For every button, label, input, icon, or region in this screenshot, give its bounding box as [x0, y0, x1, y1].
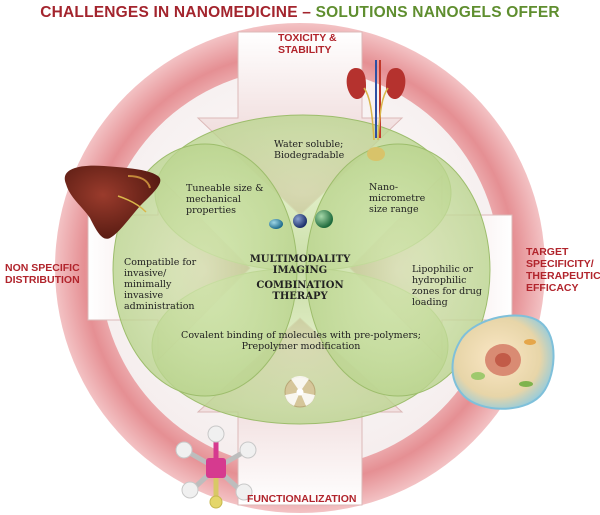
solution-left-text: Compatible for invasive/ minimally invas… — [124, 257, 196, 312]
solution-left-line5: administration — [124, 301, 195, 312]
center-line3: COMBINATION — [256, 280, 344, 291]
solution-bottom-text: Covalent binding of molecules with pre-p… — [160, 330, 442, 352]
solution-right-text: Lipophilic or hydrophilic zones for drug… — [412, 264, 482, 308]
radiation-icon — [284, 376, 316, 408]
solution-top-right-line2: micrometre — [369, 193, 426, 204]
small-sphere — [269, 219, 283, 229]
nanoparticle-spheres — [269, 210, 333, 229]
challenge-bottom-label: FUNCTIONALIZATION — [247, 493, 357, 505]
challenge-left-label: NON SPECIFIC DISTRIBUTION — [5, 262, 80, 286]
challenge-right-label: TARGET SPECIFICITY/ THERAPEUTIC EFFICACY — [526, 246, 600, 294]
molecule-icon — [175, 425, 257, 509]
solution-top-left-line2: mechanical — [186, 194, 241, 205]
liver-icon — [64, 165, 161, 239]
challenge-top-line1: TOXICITY & — [278, 32, 337, 44]
solution-right-line4: loading — [412, 297, 448, 308]
challenge-top-label: TOXICITY & STABILITY — [278, 32, 337, 56]
solution-bottom-line2: Prepolymer modification — [241, 341, 361, 352]
challenge-right-line3: THERAPEUTIC — [526, 270, 600, 282]
solution-top-text: Water soluble; Biodegradable — [274, 139, 344, 161]
center-line4: THERAPY — [272, 291, 328, 302]
challenge-right-line1: TARGET — [526, 246, 569, 258]
medium-sphere — [293, 214, 307, 228]
solution-left-line2: invasive/ — [124, 268, 167, 279]
title-challenges: CHALLENGES IN NANOMEDICINE – — [40, 4, 312, 21]
solution-left-line4: invasive — [124, 290, 164, 301]
center-line1: MULTIMODALITY — [249, 254, 351, 265]
title-solutions: SOLUTIONS NANOGELS OFFER — [315, 4, 560, 21]
solution-right-line3: zones for drug — [412, 286, 482, 297]
solution-top-left-line3: properties — [186, 205, 236, 216]
solution-right-line2: hydrophilic — [412, 275, 467, 286]
challenge-right-line2: SPECIFICITY/ — [526, 258, 594, 270]
challenge-left-line1: NON SPECIFIC — [5, 262, 80, 274]
solution-top-right-line3: size range — [369, 204, 419, 215]
solution-left-line1: Compatible for — [124, 257, 197, 268]
solution-top-left-text: Tuneable size & mechanical properties — [186, 183, 264, 216]
solution-top-line2: Biodegradable — [274, 150, 345, 161]
challenge-right-line4: EFFICACY — [526, 282, 579, 294]
solution-left-line3: minimally — [124, 279, 172, 290]
solution-bottom-line1: Covalent binding of molecules with pre-p… — [181, 330, 421, 341]
kidney-icon — [346, 60, 406, 161]
solution-top-left-line1: Tuneable size & — [186, 183, 264, 194]
left-green-ellipse — [112, 143, 298, 397]
solution-top-line1: Water soluble; — [274, 139, 344, 150]
center-label: MULTIMODALITY IMAGING COMBINATION THERAP… — [240, 254, 360, 302]
cell-icon — [451, 314, 555, 410]
challenge-top-line2: STABILITY — [278, 44, 332, 56]
center-line2: IMAGING — [272, 265, 328, 276]
solution-right-line1: Lipophilic or — [412, 264, 474, 275]
solution-top-right-text: Nano- micrometre size range — [369, 182, 425, 215]
solution-top-right-line1: Nano- — [369, 182, 399, 193]
right-green-ellipse — [305, 143, 491, 397]
page-title: CHALLENGES IN NANOMEDICINE – SOLUTIONS N… — [0, 4, 600, 22]
large-sphere — [315, 210, 333, 228]
challenge-left-line2: DISTRIBUTION — [5, 274, 80, 286]
